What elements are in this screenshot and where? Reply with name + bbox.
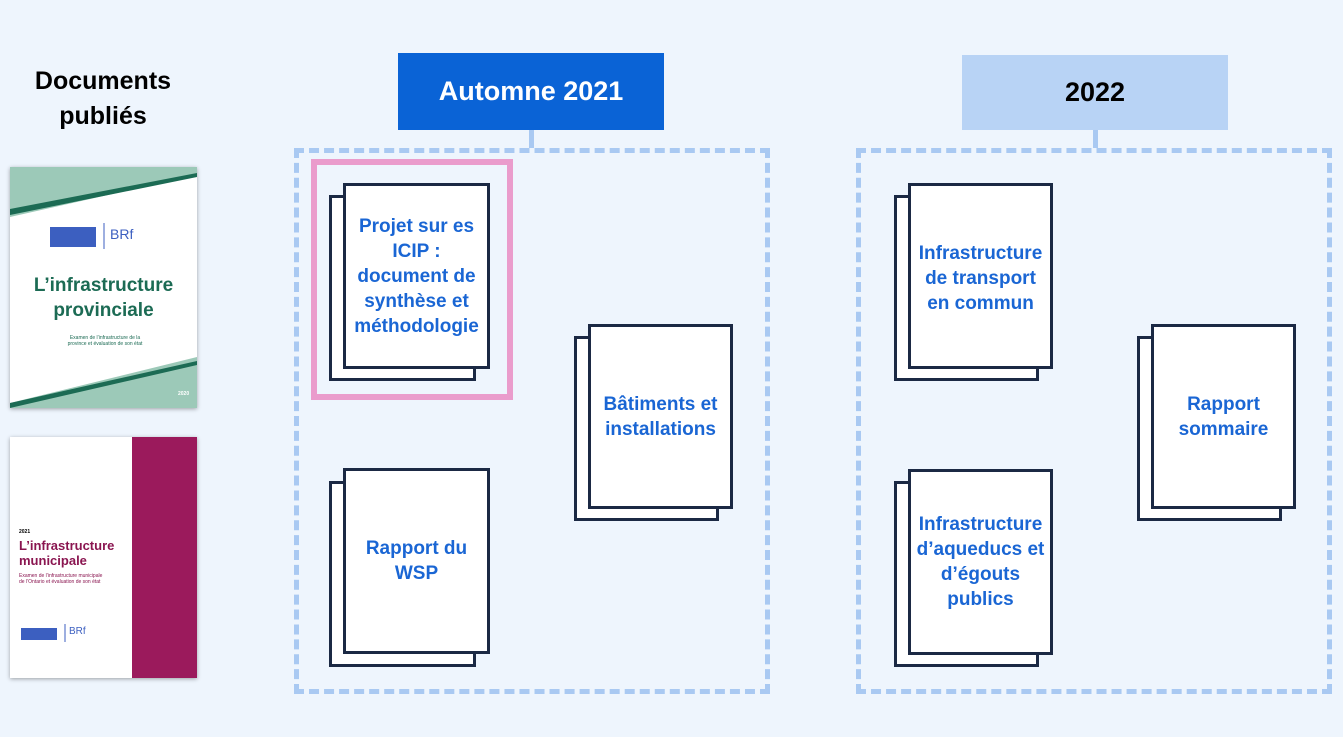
doc-batiments-installations[interactable]: Bâtiments et installations: [588, 324, 733, 509]
cover-subtitle: Examen de l’infrastructure municipale de…: [19, 573, 103, 585]
cover-brand-logo: BRf: [110, 226, 133, 242]
cover-year: 2021: [19, 529, 31, 535]
cover-subtitle: Examen de l’infrastructure de la provinc…: [67, 335, 143, 347]
connector: [1093, 130, 1098, 148]
published-documents-title: Documents publiés: [34, 67, 172, 130]
group-automne-2021: [294, 148, 770, 694]
cover-title: L’infrastructure provinciale: [33, 275, 174, 321]
doc-rapport-sommaire[interactable]: Rapport sommaire: [1151, 324, 1296, 509]
cover-decoration: BRf: [10, 167, 197, 408]
connector: [529, 130, 534, 148]
doc-rapport-wsp[interactable]: Rapport du WSP: [343, 468, 490, 654]
cover-provincial-infrastructure[interactable]: BRf L’infrastructure provinciale Examen …: [10, 167, 197, 408]
svg-text:BRf: BRf: [69, 626, 86, 637]
cover-title: L’infrastructure municipale: [19, 538, 115, 568]
header-2022: 2022: [962, 55, 1228, 130]
cover-icon-pattern: [132, 437, 197, 678]
group-2022: [856, 148, 1332, 694]
highlight-frame: [311, 159, 513, 400]
cover-year: 2020: [178, 391, 190, 397]
doc-aqueducs-egouts[interactable]: Infrastructure d’aqueducs et d’égouts pu…: [908, 469, 1053, 655]
cover-municipal-infrastructure[interactable]: 2021 L’infrastructure municipale Examen …: [10, 437, 197, 678]
doc-transport-commun[interactable]: Infrastructure de transport en commun: [908, 183, 1053, 369]
doc-icip-synthesis[interactable]: Projet sur es ICIP : document de synthès…: [343, 183, 490, 369]
header-automne-2021: Automne 2021: [398, 53, 664, 130]
cover-brand-logo: BRf: [21, 624, 86, 642]
